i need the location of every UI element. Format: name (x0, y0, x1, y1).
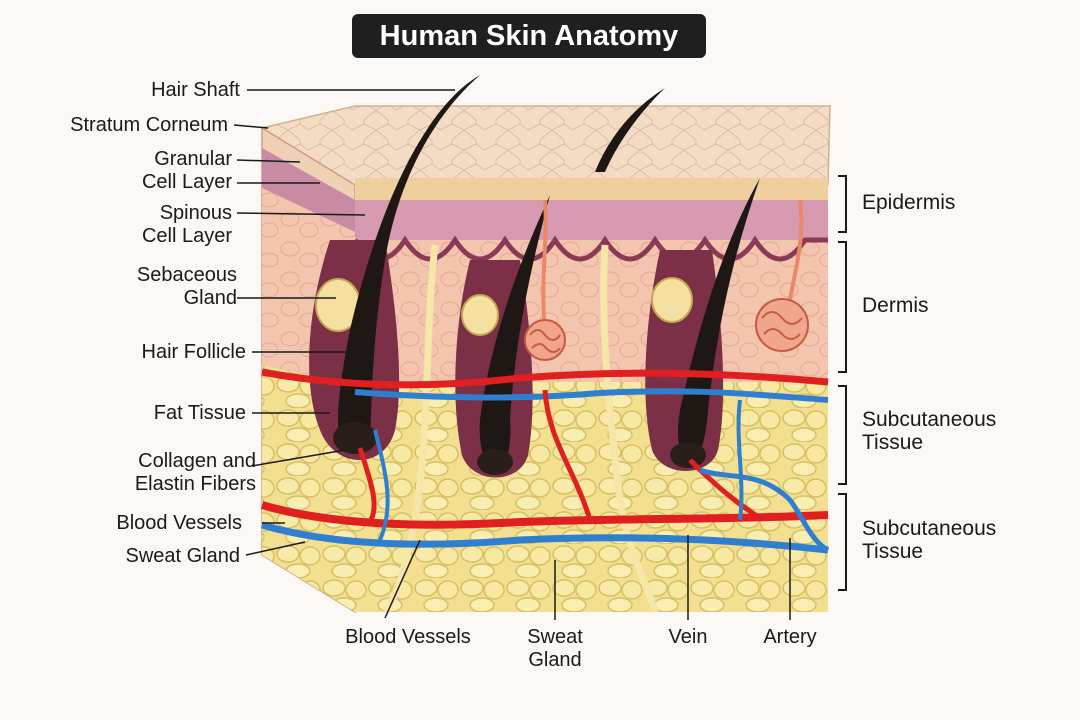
vein-upper (354, 388, 829, 403)
leader-lines-bottom (384, 535, 791, 620)
vein-branch-3 (736, 399, 744, 521)
vein-branch-2 (699, 467, 830, 553)
label-spinous-cell-layer: Spinous Cell Layer (141, 202, 232, 247)
label-dermis: Dermis (862, 294, 929, 317)
artery-upper (261, 368, 829, 389)
label-artery: Artery (763, 626, 817, 648)
label-sweat-gland-left: Sweat Gland (125, 545, 240, 567)
vein-branch-1 (373, 429, 390, 541)
sebaceous-gland-3 (651, 277, 693, 323)
leader-lines-left (233, 89, 455, 556)
label-stratum-corneum: Stratum Corneum (70, 114, 228, 136)
diagram-title: Human Skin Anatomy (352, 14, 706, 58)
hair-shaft-2 (595, 88, 665, 172)
sweat-duct-2 (788, 199, 804, 301)
sebaceous-gland-2 (461, 294, 499, 336)
sweat-gland-coil-1 (524, 319, 566, 361)
label-subcutaneous-tissue-1: Subcutaneous Tissue (862, 408, 997, 454)
layer-brackets (838, 175, 847, 591)
front-epidermis (355, 178, 828, 200)
artery-lower (260, 501, 829, 529)
hair-bulb-1 (333, 422, 377, 454)
sweat-gland-coil-2 (755, 298, 809, 352)
hair-bulb-2 (477, 449, 513, 475)
label-epidermis: Epidermis (862, 191, 956, 214)
artery-branch-2 (542, 389, 593, 521)
sweat-duct-1 (541, 199, 548, 331)
nerve-fiber-2 (600, 244, 659, 613)
hair-shaft-1 (338, 75, 480, 440)
label-fat-tissue: Fat Tissue (153, 402, 246, 424)
artery-branch-3 (688, 458, 762, 521)
label-sebaceous-gland: Sebaceous Gland (136, 264, 237, 309)
label-hair-follicle: Hair Follicle (141, 341, 246, 363)
label-hair-shaft: Hair Shaft (151, 79, 240, 101)
label-granular-cell-layer: Granular Cell Layer (141, 148, 232, 193)
label-blood-vessels-left: Blood Vessels (116, 512, 242, 534)
front-spinous (355, 200, 828, 240)
label-sweat-gland-bottom: Sweat Gland (527, 626, 583, 671)
label-subcutaneous-tissue-2: Subcutaneous Tissue (862, 517, 997, 563)
label-collagen-elastin: Collagen and Elastin Fibers (134, 450, 256, 495)
label-vein: Vein (668, 626, 708, 648)
label-blood-vessels-bottom: Blood Vessels (345, 626, 471, 648)
front-fat (355, 382, 828, 612)
artery-branch-1 (357, 447, 377, 524)
side-spinous-layer (262, 148, 355, 232)
skin-top-surface (260, 105, 831, 186)
hair-shaft-3 (479, 195, 550, 470)
vein-lower (261, 521, 829, 554)
hair-bulb-3 (670, 442, 706, 468)
nerve-fiber-1 (382, 244, 439, 615)
